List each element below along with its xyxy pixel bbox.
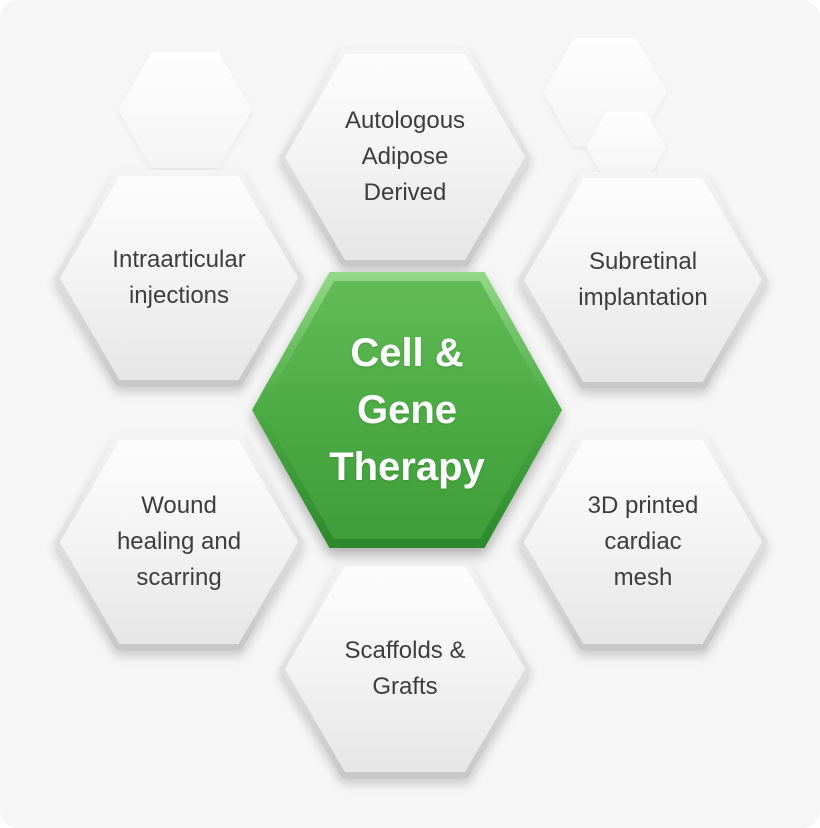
- label-line: Subretinal: [588, 248, 698, 275]
- label-line: cardiac: [604, 528, 682, 555]
- hexagon-shape: [118, 52, 252, 168]
- label-line: Wound: [141, 492, 217, 519]
- hexagon-label: 3D printed cardiac mesh: [518, 434, 768, 650]
- hexagon-autologous-adipose-derived: Autologous Adipose Derived: [279, 48, 531, 266]
- hexagon-subretinal-implantation: Subretinal implantation: [518, 172, 768, 388]
- center-label: Cell & Gene Therapy: [252, 272, 562, 548]
- hexagon-scaffolds-and-grafts: Scaffolds & Grafts: [279, 560, 531, 778]
- hexagon-3d-printed-cardiac-mesh: 3D printed cardiac mesh: [518, 434, 768, 650]
- decorative-hexagon: [118, 52, 252, 168]
- label-line: Scaffolds &: [344, 637, 466, 664]
- hexagon-shape-inner: [524, 440, 762, 644]
- label-line: Therapy: [329, 444, 485, 489]
- label-line: Gene: [356, 387, 458, 432]
- hexagon-intraarticular-injections: Intraarticular injections: [54, 170, 304, 386]
- label-line: Autologous: [344, 107, 466, 134]
- hexagon-shape-inner: [524, 178, 762, 382]
- label-line: Derived: [363, 179, 447, 206]
- label-line: scarring: [136, 564, 222, 591]
- hexagon-label: Scaffolds & Grafts: [279, 560, 531, 778]
- label-line: 3D printed: [587, 492, 699, 519]
- hexagon-cell-gene-therapy: Cell & Gene Therapy: [252, 272, 562, 548]
- hexagon-label: Intraarticular injections: [54, 170, 304, 386]
- decorative-hexagon: [586, 112, 666, 182]
- hexagon-label: Wound healing and scarring: [54, 434, 304, 650]
- hexagon-label: Subretinal implantation: [518, 172, 768, 388]
- label-line: implantation: [578, 284, 708, 311]
- label-line: Grafts: [372, 673, 438, 700]
- label-line: Adipose: [361, 143, 449, 170]
- label-line: Cell &: [350, 330, 464, 375]
- label-line: Intraarticular: [112, 246, 246, 273]
- label-line: mesh: [613, 564, 673, 591]
- hexagon-wound-healing-and-scarring: Wound healing and scarring: [54, 434, 304, 650]
- label-line: injections: [128, 282, 230, 309]
- hexagon-label: Autologous Adipose Derived: [279, 48, 531, 266]
- label-line: healing and: [116, 528, 242, 555]
